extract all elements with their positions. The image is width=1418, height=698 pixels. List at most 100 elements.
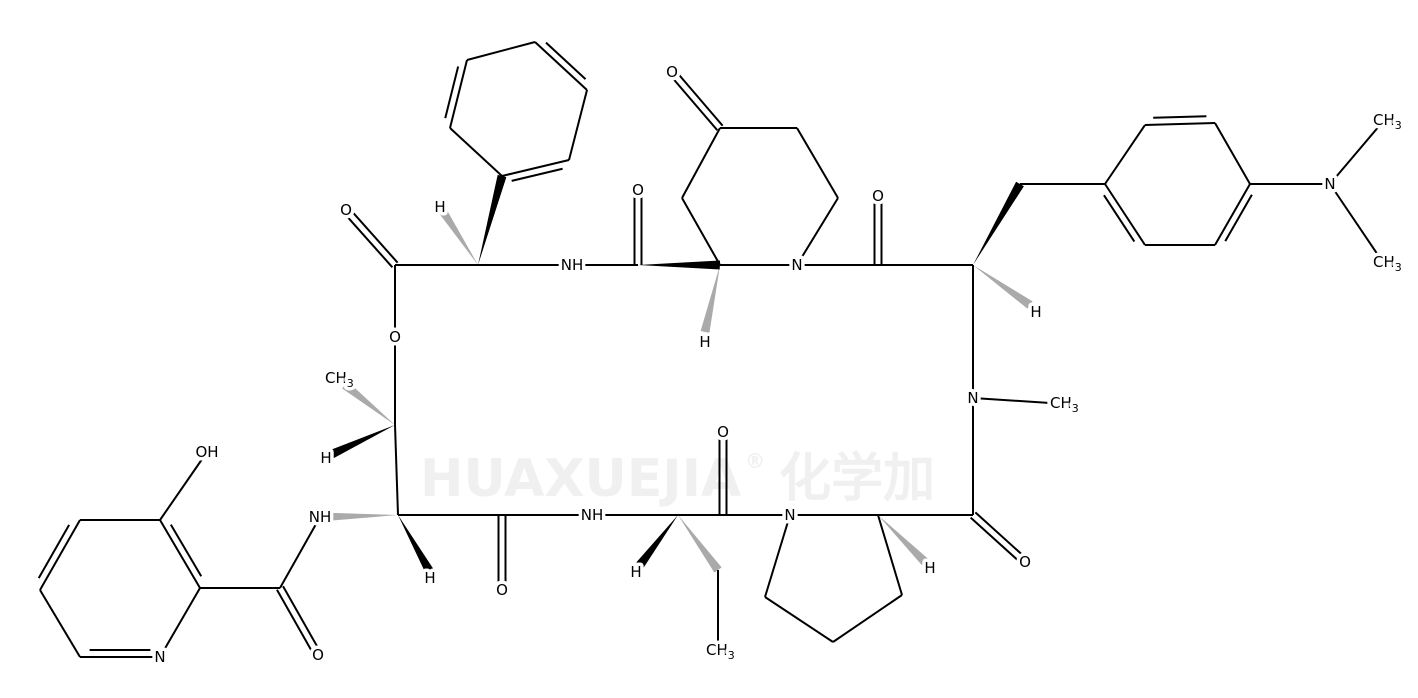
wedge-bond bbox=[478, 174, 507, 265]
methyl-label: CH3 bbox=[1373, 253, 1402, 274]
nitrogen-label: N bbox=[1324, 175, 1335, 193]
bonds bbox=[37, 41, 1381, 658]
watermark-chinese: 化学加 bbox=[779, 449, 935, 509]
hydrogen-label: H bbox=[1030, 303, 1041, 321]
oxygen-label: O bbox=[1019, 553, 1031, 571]
nitrogen-label: N bbox=[791, 256, 802, 274]
bond bbox=[969, 516, 1024, 566]
hydrogen-label: H bbox=[320, 449, 331, 467]
wedge-bond bbox=[973, 181, 1024, 265]
bond bbox=[342, 211, 394, 268]
bond bbox=[1104, 124, 1146, 185]
bond bbox=[568, 89, 588, 161]
methyl-label: CH3 bbox=[706, 641, 735, 662]
bond bbox=[511, 167, 563, 182]
watermark-registered: ® bbox=[745, 449, 765, 473]
bond bbox=[394, 424, 399, 516]
bond bbox=[796, 197, 839, 266]
atom-labels: OOOOOOOOONHNHNHNNNNNHHHHHHHCH3CH3CH3CH3C… bbox=[151, 60, 1405, 670]
bond bbox=[37, 524, 70, 579]
hashed-wedge-bond bbox=[342, 381, 395, 425]
methyl-label: CH3 bbox=[325, 369, 354, 390]
oxygen-label: O bbox=[666, 63, 678, 81]
methyl-label: CH3 bbox=[1050, 394, 1079, 415]
bond bbox=[534, 41, 588, 91]
oxygen-label: O bbox=[496, 581, 508, 599]
oxygen-label: O bbox=[632, 181, 644, 199]
bond bbox=[449, 59, 468, 129]
methyl-subscript: 3 bbox=[1072, 402, 1079, 415]
bond bbox=[545, 41, 587, 80]
bond bbox=[681, 197, 721, 266]
hashed-wedge-bond bbox=[700, 265, 720, 333]
nitrogen-label: N bbox=[967, 389, 978, 407]
watermark-text: HUAXUEJIA bbox=[420, 449, 741, 509]
hashed-wedge-bond bbox=[973, 265, 1033, 309]
bond bbox=[39, 589, 81, 658]
methyl-subscript: 3 bbox=[1395, 261, 1402, 274]
bond bbox=[39, 519, 81, 591]
bond bbox=[673, 69, 724, 127]
watermark: HUAXUEJIA ® 化学加 bbox=[420, 449, 935, 509]
bond bbox=[1224, 194, 1253, 242]
hydrogen-label: H bbox=[434, 198, 445, 216]
methyl-ch: CH bbox=[706, 641, 728, 659]
bond bbox=[159, 451, 208, 521]
hashed-wedge-bond bbox=[319, 512, 398, 522]
bond bbox=[668, 73, 719, 131]
oxygen-label: O bbox=[872, 187, 884, 205]
hashed-wedge-bond bbox=[878, 515, 929, 566]
bond bbox=[1214, 122, 1251, 185]
hashed-wedge-bond bbox=[678, 515, 722, 573]
bond bbox=[1214, 183, 1251, 246]
bond bbox=[832, 594, 903, 643]
oxygen-label: O bbox=[312, 646, 324, 664]
oxygen-label: O bbox=[717, 423, 729, 441]
bond bbox=[877, 514, 903, 596]
bond bbox=[159, 519, 201, 589]
wedge-bond bbox=[398, 515, 434, 575]
bond bbox=[764, 596, 834, 643]
bond bbox=[1104, 183, 1146, 246]
bond bbox=[1329, 124, 1381, 185]
nitrogen-label: N bbox=[784, 506, 795, 524]
methyl-subscript: 3 bbox=[728, 649, 735, 662]
bond bbox=[159, 587, 201, 658]
bond bbox=[169, 524, 203, 577]
bond bbox=[974, 511, 1029, 561]
bond bbox=[681, 127, 721, 199]
bond bbox=[796, 127, 839, 199]
bond bbox=[501, 159, 570, 177]
bond bbox=[444, 66, 460, 119]
hydrogen-label: H bbox=[424, 569, 435, 587]
hydroxyl-label: OH bbox=[195, 443, 218, 461]
oxygen-label: O bbox=[340, 201, 352, 219]
methyl-label: CH3 bbox=[1373, 111, 1402, 132]
hydrogen-label: H bbox=[924, 559, 935, 577]
bond bbox=[1144, 122, 1216, 126]
wedge-bond bbox=[638, 260, 720, 270]
methyl-subscript: 3 bbox=[347, 377, 354, 390]
bond bbox=[466, 41, 536, 61]
bond bbox=[1103, 194, 1136, 243]
methyl-ch: CH bbox=[325, 369, 347, 387]
bond bbox=[282, 585, 322, 654]
bond bbox=[449, 127, 503, 177]
bond bbox=[276, 589, 316, 658]
methyl-ch: CH bbox=[1050, 394, 1072, 412]
bond bbox=[347, 207, 399, 264]
hydrogen-label: H bbox=[699, 333, 710, 351]
methyl-subscript: 3 bbox=[1395, 119, 1402, 132]
wedge-bond bbox=[328, 425, 395, 460]
bond bbox=[279, 516, 321, 589]
bond bbox=[1329, 183, 1381, 259]
bond bbox=[1153, 115, 1207, 119]
methyl-ch: CH bbox=[1373, 111, 1395, 129]
bond bbox=[972, 397, 1051, 404]
methyl-ch: CH bbox=[1373, 253, 1395, 271]
hashed-wedge-bond bbox=[436, 204, 478, 265]
wedge-bond bbox=[636, 515, 678, 568]
amine-label: NH bbox=[561, 256, 584, 274]
amine-label: NH bbox=[581, 506, 604, 524]
